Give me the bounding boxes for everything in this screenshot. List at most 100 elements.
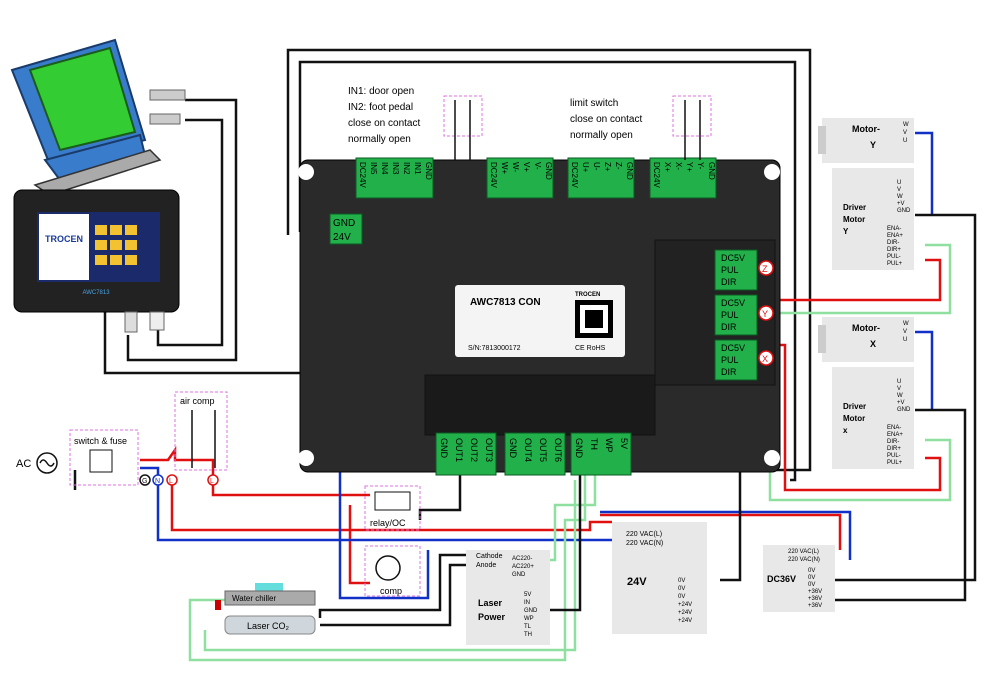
wire-black-36 [830, 213, 977, 582]
pin-w_block-4: V- [533, 162, 542, 170]
lp-left-pin-0: AC220- [512, 556, 532, 562]
input-note: IN1: door open IN2: foot pedal close on … [348, 86, 420, 145]
terminal-1 [152, 474, 164, 486]
pin-laser_block-3: 5V [619, 438, 629, 449]
motor_x-driver-top-pin-4: GND [897, 407, 911, 413]
motor_y-driver-top-pin-4: GND [897, 208, 911, 214]
psu24-out-pin-5: +24V [678, 618, 692, 624]
psu24-in-pin-1: 220 VAC(N) [626, 540, 663, 547]
motor_x-motor-pin-2: U [903, 337, 907, 343]
pin-in_block-0: DC24V [358, 162, 367, 188]
psu36-out-pin-1: 0V [808, 575, 815, 581]
psu24-out-pin-1: 0V [678, 586, 685, 592]
axis-marker-label-2: X [762, 354, 768, 364]
motor_x-shaft [818, 325, 826, 353]
axis-port-2-label-0: DC5V [721, 343, 745, 353]
lp-top-pin-1: Anode [476, 562, 496, 569]
pin-out_block2-2: OUT5 [538, 438, 548, 462]
laser-power-supply: Laser Power CathodeAnodeAC220-AC220+GND5… [466, 550, 550, 645]
pin-xy_block-2: X- [674, 162, 683, 170]
connector-u_block [567, 157, 635, 199]
psu24-title: 24V [627, 576, 647, 588]
motor_x-driver-title-2: x [843, 426, 848, 435]
pin-xy_block-5: GND [707, 162, 716, 180]
psu36-in-pin-0: 220 VAC(L) [788, 549, 819, 555]
pin-w_block-2: W- [511, 162, 520, 172]
motor_y-driver-title-2: Y [843, 227, 849, 236]
motor_x-driver-title-0: Driver [843, 402, 866, 411]
pin-in_block-1: IN5 [369, 162, 378, 175]
axis-port-0-label-2: DIR [721, 277, 737, 287]
wire-panel [103, 312, 320, 375]
pin-out_block2-0: GND [508, 438, 518, 459]
axis-port-0 [714, 249, 758, 291]
in-note-4: normally open [348, 134, 411, 145]
limit-note-1: limit switch [570, 98, 618, 109]
relay-label: relay/OC [370, 518, 406, 528]
limit-note-3: normally open [570, 130, 633, 141]
pin-out_block1-1: OUT1 [454, 438, 464, 462]
comp: comp [364, 545, 421, 597]
panel-model: AWC7813 [82, 290, 110, 296]
motor_x-driver-bottom-pin-2: DIR- [887, 439, 899, 445]
psu24-out-pin-4: +24V [678, 610, 692, 616]
pin-u_block-0: DC24V [570, 162, 579, 188]
psu36-title: DC36V [767, 574, 796, 584]
psu36-out-pin-5: +36V [808, 603, 822, 609]
wire-red-comp [348, 505, 370, 585]
axis-port-2 [714, 339, 758, 381]
motor_y-motor-pin-1: V [903, 130, 907, 136]
laser-power-title-2: Power [478, 612, 506, 622]
motor_x-driver-bottom-pin-4: PUL- [887, 453, 901, 459]
wire-limit-loop [286, 48, 812, 472]
connector-laser_block [570, 432, 632, 476]
psu36-out-pin-2: 0V [808, 582, 815, 588]
motor_y-motor-title-0: Motor- [852, 124, 880, 134]
wire-black-anode [320, 563, 470, 627]
terminal-3 [207, 474, 219, 486]
pc-computer [10, 38, 186, 196]
pin-laser_block-2: WP [604, 438, 614, 453]
wire-red-36 [600, 513, 842, 550]
motor_y-shaft [818, 126, 826, 154]
power-in-block: GND 24V [329, 213, 363, 245]
pin-w_block-0: DC24V [489, 162, 498, 188]
psu24-out-pin-2: 0V [678, 594, 685, 600]
psu-24v: 24V 220 VAC(L)220 VAC(N)0V0V0V+24V+24V+2… [612, 522, 707, 634]
wire-usb [126, 98, 238, 362]
in-switch-icon [443, 95, 483, 160]
pin-xy_block-4: Y- [696, 162, 705, 170]
motor_y-driver-top-pin-2: W [897, 194, 903, 200]
wire-black-24 [720, 468, 765, 582]
pin-laser_block-0: GND [574, 438, 584, 459]
motor_y-driver-title-1: Motor [843, 215, 865, 224]
wire-input-loop [298, 60, 797, 482]
axis-port-1 [714, 294, 758, 336]
pin-u_block-3: Z+ [603, 162, 612, 172]
lp-right-pin-0: 5V [524, 592, 531, 598]
connector-out_block1 [435, 432, 497, 476]
connector-xy_block [649, 157, 717, 199]
wire-blue-x [915, 330, 934, 410]
motor_x-motor-title-1: X [870, 339, 876, 349]
controller-label: AWC7813 CON [470, 297, 541, 308]
pin-laser_block-1: TH [589, 438, 599, 450]
connector-w_block [486, 157, 554, 199]
pin-w_block-5: GND [544, 162, 553, 180]
wire-black-laser [540, 470, 582, 612]
motor_x-driver-bottom-pin-1: ENA+ [887, 432, 903, 438]
motor_x-driver-title-1: Motor [843, 414, 865, 423]
psu24-out-pin-0: 0V [678, 578, 685, 584]
wire-red-L [170, 482, 612, 532]
pin-u_block-2: U- [592, 162, 601, 171]
psu24-in-pin-0: 220 VAC(L) [626, 531, 662, 538]
psu36-in-pin-1: 220 VAC(N) [788, 557, 820, 563]
motor_y-motor-pin-2: U [903, 138, 907, 144]
chiller-label: Water chiller [232, 594, 276, 603]
wire-green-wp [203, 480, 577, 652]
motor_x-motor-pin-1: V [903, 329, 907, 335]
wire-green-y [757, 243, 952, 315]
axis-port-2-label-2: DIR [721, 367, 737, 377]
air-comp-label: air comp [180, 396, 215, 406]
wire-usb2 [156, 118, 224, 347]
